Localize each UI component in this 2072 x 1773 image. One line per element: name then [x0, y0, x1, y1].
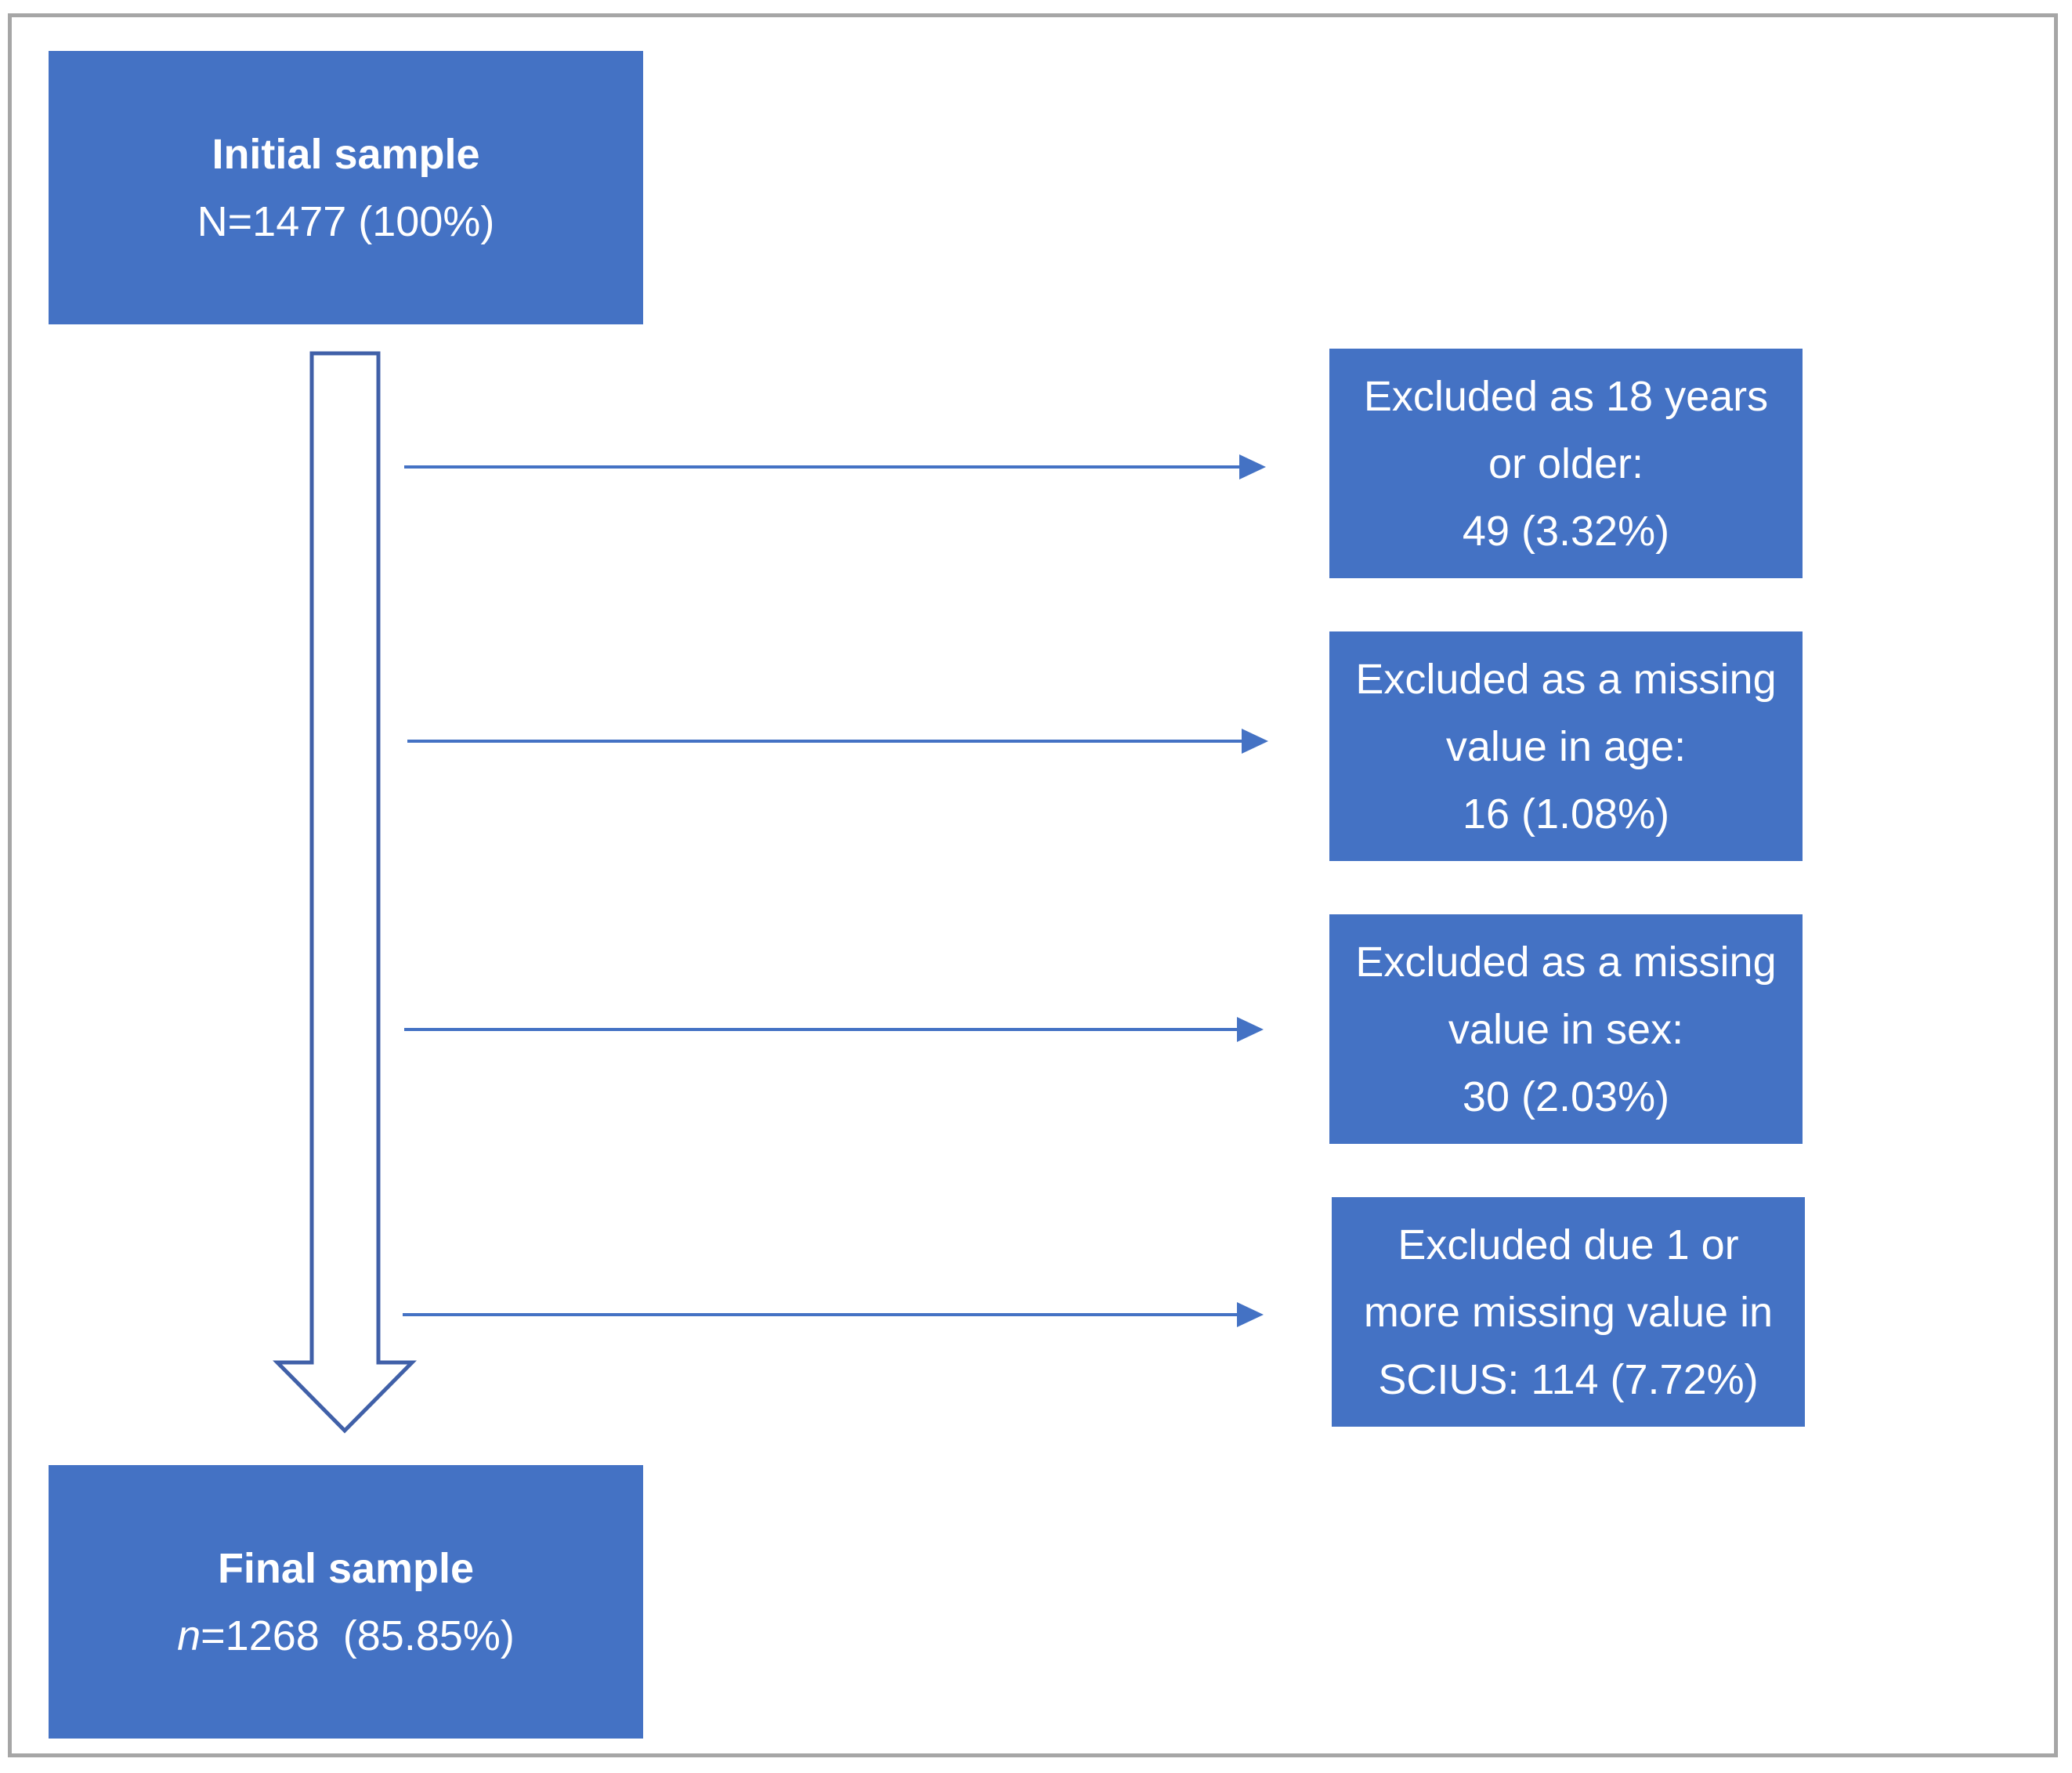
initial-sample-title: Initial sample — [212, 130, 480, 178]
final-sample-title: Final sample — [217, 1544, 475, 1592]
final-sample-box: Final sample n=1268 (85.85%) — [49, 1465, 643, 1739]
exclusion-count: 49 (3.32%) — [1462, 507, 1670, 555]
exclusion-line: Excluded as 18 years — [1363, 372, 1769, 420]
figure-frame — [8, 13, 2058, 1757]
exclusion-arrow-4 — [403, 1302, 1264, 1327]
exclusion-box-missing-scius: Excluded due 1 or more missing value in … — [1332, 1197, 1805, 1427]
exclusion-line: Excluded as a missing — [1355, 655, 1777, 703]
exclusion-line: or older: — [1488, 440, 1644, 487]
final-sample-count-value: =1268 (85.85%) — [201, 1612, 515, 1659]
exclusion-box-missing-sex: Excluded as a missing value in sex: 30 (… — [1329, 914, 1803, 1144]
final-sample-count-variable: n — [177, 1612, 201, 1659]
initial-sample-box: Initial sample N=1477 (100%) — [49, 51, 643, 324]
exclusion-count: 30 (2.03%) — [1462, 1073, 1670, 1120]
exclusion-line: value in age: — [1445, 722, 1687, 770]
exclusion-count: SCIUS: 114 (7.72%) — [1378, 1355, 1759, 1403]
exclusion-arrow-3 — [404, 1017, 1264, 1042]
initial-sample-count: N=1477 (100%) — [197, 197, 495, 245]
exclusion-line: more missing value in — [1363, 1288, 1774, 1336]
exclusion-line: Excluded due 1 or — [1398, 1221, 1739, 1268]
main-flow-down-arrow — [273, 351, 417, 1434]
exclusion-box-missing-age: Excluded as a missing value in age: 16 (… — [1329, 631, 1803, 861]
exclusion-line: value in sex: — [1448, 1005, 1684, 1053]
exclusion-box-age-18-plus: Excluded as 18 years or older: 49 (3.32%… — [1329, 349, 1803, 578]
final-sample-count: n=1268 (85.85%) — [177, 1602, 515, 1670]
exclusion-count: 16 (1.08%) — [1462, 790, 1670, 838]
exclusion-arrow-1 — [404, 454, 1266, 479]
exclusion-arrow-2 — [407, 729, 1268, 754]
exclusion-line: Excluded as a missing — [1355, 938, 1777, 986]
